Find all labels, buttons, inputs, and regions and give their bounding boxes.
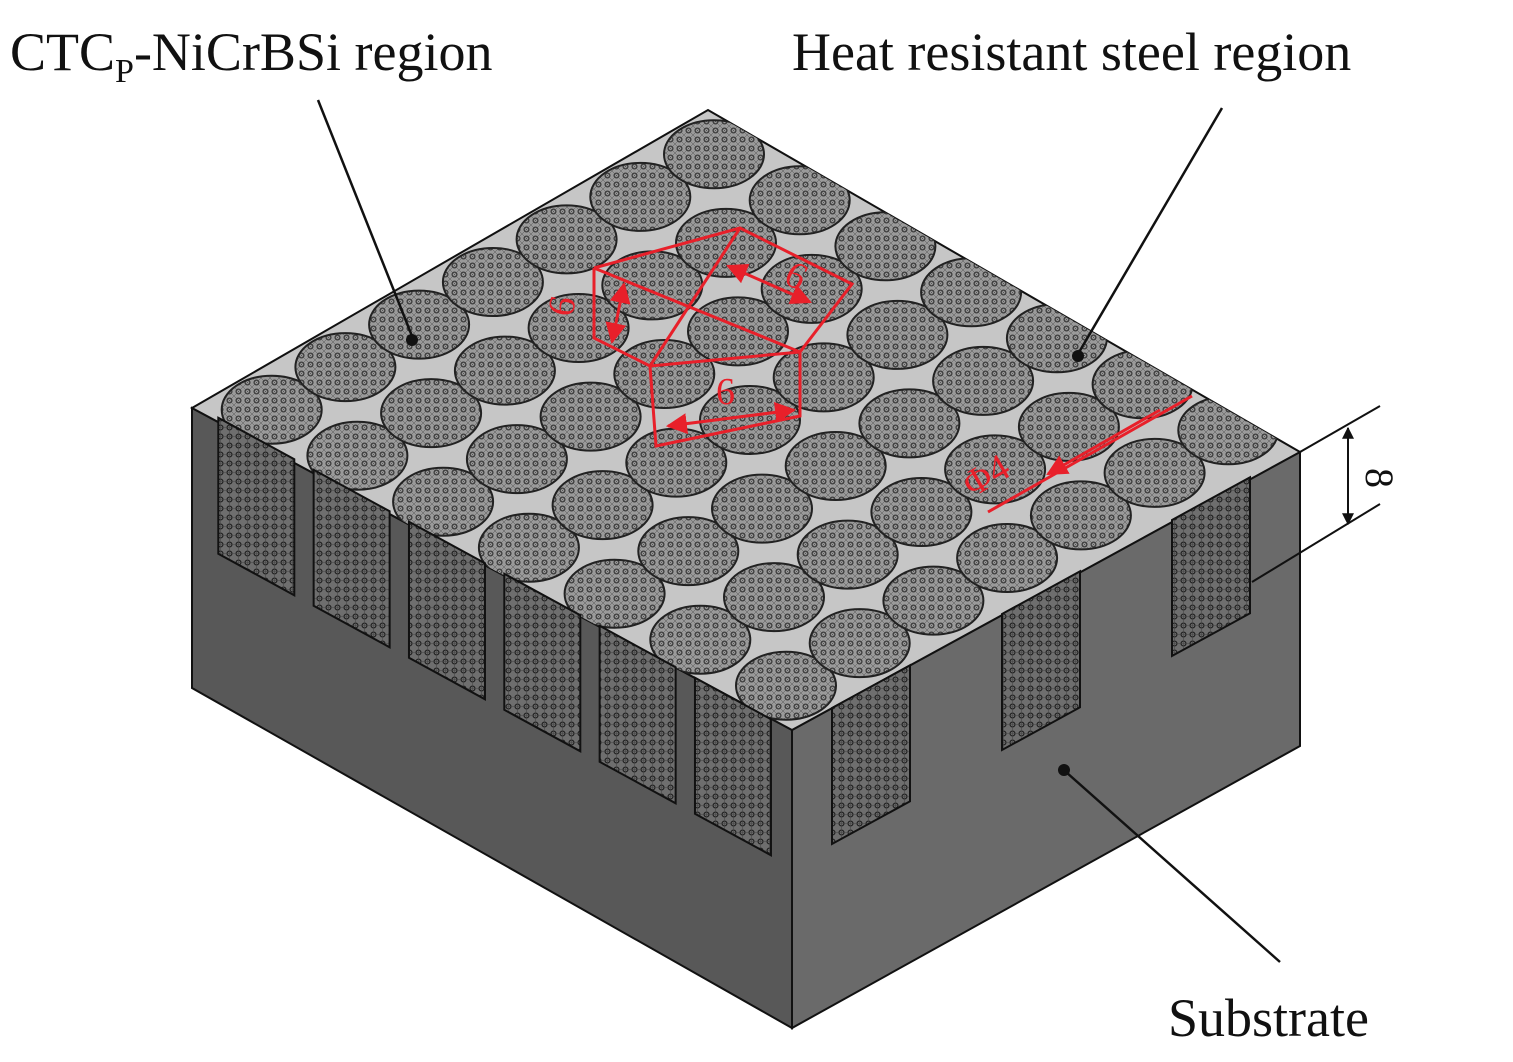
left-insert-block (407, 520, 486, 701)
ctc-circle (368, 289, 471, 360)
ctc-circle (834, 211, 937, 282)
ctc-circle (649, 604, 752, 675)
ctc-circle (675, 207, 777, 278)
ctc-circle (870, 477, 973, 547)
ctc-circle-array (220, 119, 1280, 721)
ctc-circle (723, 562, 825, 633)
right-insert-block (1001, 569, 1081, 752)
ctc-circle (846, 299, 949, 370)
ctc-circle (663, 119, 765, 190)
left-insert-block (693, 676, 772, 857)
pitch-outline (592, 226, 855, 448)
ctc-circle (465, 424, 568, 495)
ctc-circle (944, 434, 1047, 505)
ctc-circle (294, 332, 397, 403)
left-face-inserts (217, 416, 772, 857)
left-insert-block (503, 572, 582, 753)
leader-dot-ctc (406, 334, 418, 346)
label-ctc-sub: P (115, 53, 134, 90)
label-ctc-main: CTC (10, 22, 115, 82)
ctc-circle (882, 565, 985, 636)
ctc-circle (515, 204, 618, 275)
leader-dot-substrate (1058, 764, 1070, 776)
depth-ext-top (1299, 405, 1381, 453)
ctc-circle (956, 523, 1059, 593)
ctc-circle (477, 512, 580, 583)
depth-ext-bottom (1251, 503, 1381, 583)
arrow-spacing-c (665, 401, 797, 435)
left-insert-block (312, 468, 391, 649)
ctc-circle (306, 420, 409, 491)
right-insert-block (1171, 475, 1251, 658)
dimension-annotations (592, 226, 1193, 514)
dim-spacing-c: 6 (716, 371, 735, 413)
ctc-circle (748, 165, 851, 236)
ctc-circle (711, 473, 813, 544)
ctc-circle (1029, 480, 1132, 551)
ctc-circle (858, 388, 961, 459)
ctc-circle (220, 374, 323, 445)
diameter-line (987, 394, 1193, 514)
arrow-spacing-b (605, 281, 631, 345)
ctc-circle (637, 516, 740, 587)
leader-steel (1076, 107, 1224, 355)
hex-line-2 (648, 227, 742, 367)
leader-dot-steel (1072, 350, 1084, 362)
label-steel-region: Heat resistant steel region (792, 22, 1351, 82)
ctc-circle (563, 558, 666, 629)
dim-depth: 8 (1357, 468, 1402, 488)
ctc-circle (539, 381, 642, 452)
label-ctc-rest: -NiCrBSi region (134, 22, 493, 82)
ctc-circle (808, 608, 911, 679)
ctc-circle (392, 466, 495, 537)
label-substrate: Substrate (1168, 988, 1369, 1048)
ctc-circle (735, 650, 837, 721)
ctc-circle (441, 247, 544, 317)
left-insert-block (598, 624, 677, 805)
depth-dimension (1251, 405, 1381, 583)
ctc-circle (1005, 303, 1108, 374)
arrow-spacing-a (726, 263, 812, 305)
hex-line-1 (649, 350, 801, 368)
ctc-circle (380, 378, 483, 449)
right-insert-block (831, 663, 911, 846)
ctc-circle (920, 257, 1023, 328)
ctc-circle (453, 335, 556, 406)
arrow-diameter (1046, 408, 1161, 476)
ctc-circle (551, 470, 654, 541)
leader-ctc (316, 99, 414, 337)
ctc-circle (589, 161, 692, 232)
leader-substrate (1065, 771, 1281, 963)
ctc-circle (796, 519, 899, 590)
ctc-circle (1103, 437, 1206, 508)
ctc-circle (613, 339, 716, 409)
right-face-inserts (831, 475, 1251, 846)
left-insert-block (217, 416, 296, 597)
leader-lines (316, 99, 1281, 963)
label-ctc-region: CTCP-NiCrBSi region (10, 22, 492, 90)
ctc-circle (784, 431, 887, 501)
ctc-circle (932, 345, 1035, 416)
